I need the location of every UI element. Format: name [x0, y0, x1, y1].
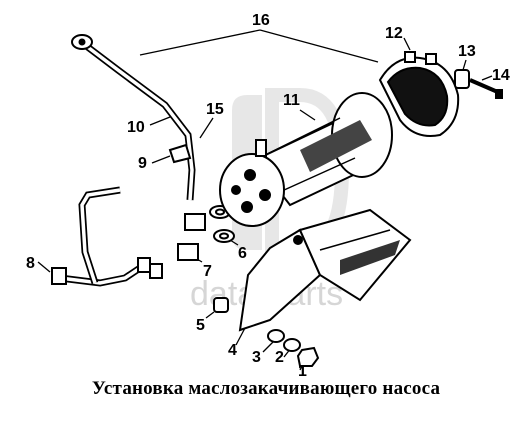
strap-clamp — [378, 51, 460, 137]
callout-10: 10 — [127, 119, 145, 136]
tube-assembly — [71, 34, 196, 201]
callout-2: 2 — [275, 349, 284, 366]
pipe-clip — [168, 143, 192, 164]
bent-pipe — [51, 186, 163, 287]
callout-1: 1 — [298, 363, 307, 380]
callout-4: 4 — [228, 342, 237, 359]
callout-7: 7 — [203, 263, 212, 280]
hardware — [213, 297, 320, 367]
oil-pump — [219, 92, 393, 227]
callout-6: 6 — [238, 245, 247, 262]
bolt-parts — [454, 69, 503, 99]
fittings — [177, 205, 235, 261]
diagram-caption: Установка маслозакачивающего насоса — [91, 378, 441, 399]
mounting-bracket — [238, 208, 412, 332]
callout-16: 16 — [252, 12, 270, 29]
callouts: 1 2 3 4 5 6 7 8 9 10 11 12 13 14 15 16 — [26, 12, 510, 380]
callout-13: 13 — [458, 43, 476, 60]
callout-11: 11 — [283, 92, 300, 109]
callout-9: 9 — [138, 155, 147, 172]
callout-15: 15 — [206, 101, 224, 118]
callout-3: 3 — [252, 349, 261, 366]
callout-8: 8 — [26, 255, 35, 272]
callout-12: 12 — [385, 25, 403, 42]
callout-14: 14 — [492, 67, 510, 84]
callout-5: 5 — [196, 317, 205, 334]
